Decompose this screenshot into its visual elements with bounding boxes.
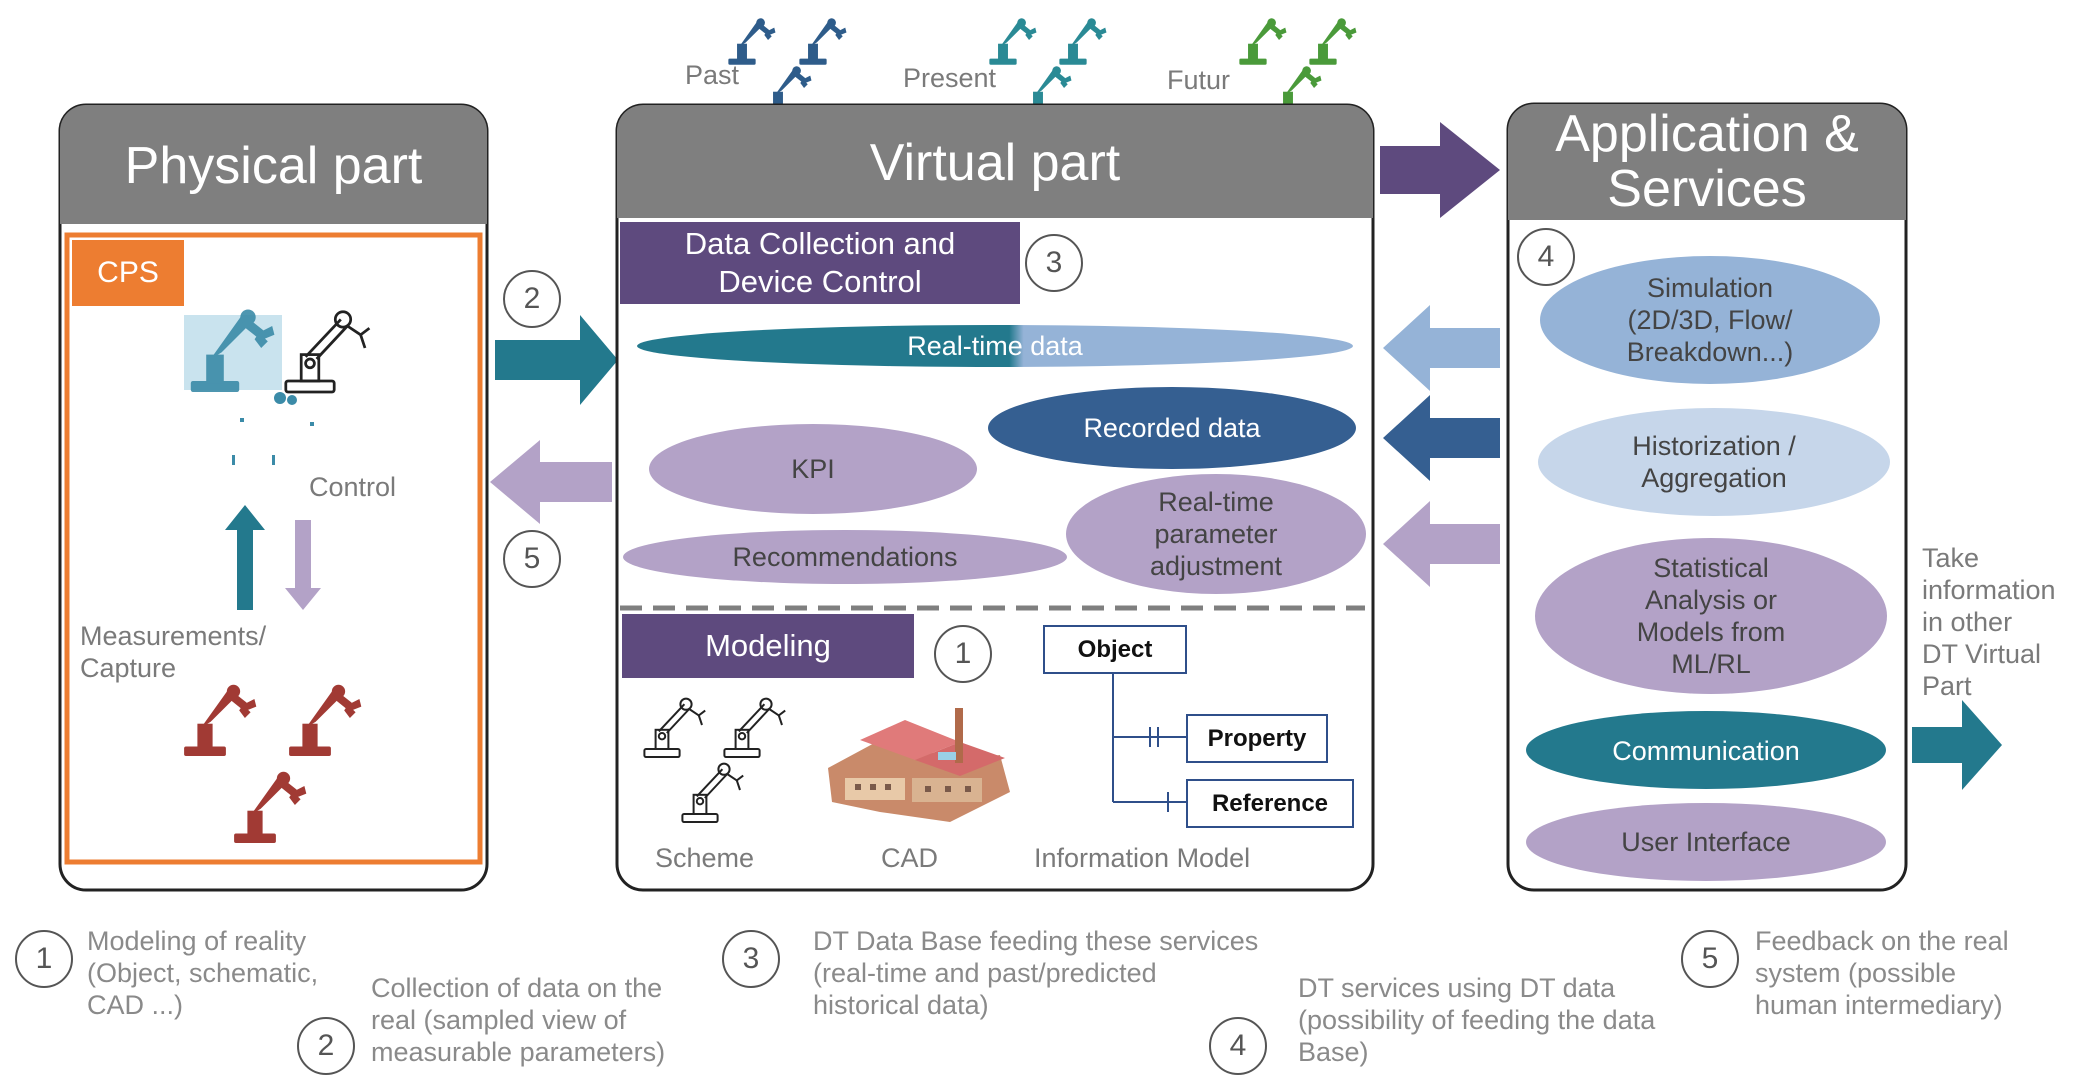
kpi-ellipse xyxy=(649,424,977,514)
legend-5-text: Feedback on the real system (possible hu… xyxy=(1755,926,2009,1020)
statistical-label: Statistical Analysis or Models from ML/R… xyxy=(1636,553,1786,679)
information-model-label: Information Model xyxy=(1034,843,1251,873)
cad-label: CAD xyxy=(881,843,939,873)
hist-feedback-arrow xyxy=(1383,395,1500,481)
to-apps-arrow xyxy=(1380,122,1500,218)
legend-1-text: Modeling of reality (Object, schematic, … xyxy=(87,926,319,1020)
modeling-label: Modeling xyxy=(705,628,831,663)
timeline-future-label: Futur xyxy=(1167,65,1231,95)
modeling-box xyxy=(622,614,914,678)
physical-part-title: Physical part xyxy=(124,136,423,195)
future-robot-icons xyxy=(1239,18,1357,113)
object-entity-box: Object xyxy=(1043,625,1187,674)
legend-5-badge: 5 xyxy=(1681,930,1739,988)
step-5-badge: 5 xyxy=(503,530,561,588)
realtime-data-label: Real-time data xyxy=(907,330,1083,361)
historization-ellipse xyxy=(1538,408,1890,516)
user-interface-ellipse xyxy=(1526,803,1886,881)
legend-3-text: DT Data Base feeding these services (rea… xyxy=(813,926,1259,1020)
simulation-ellipse xyxy=(1540,256,1880,384)
sim-feedback-arrow xyxy=(1383,305,1500,391)
legend-4-badge: 4 xyxy=(1209,1017,1267,1075)
past-robot-icons xyxy=(728,18,847,113)
recommendations-ellipse xyxy=(623,530,1067,584)
timeline-past-label: Past xyxy=(685,60,740,90)
communication-ellipse xyxy=(1526,711,1886,789)
legend-4-text: DT services using DT data (possibility o… xyxy=(1298,973,1656,1067)
control-down-arrow xyxy=(285,520,321,610)
cad-factory-image xyxy=(828,708,1010,822)
step-2-badge: 2 xyxy=(503,270,561,328)
legend-3-badge: 3 xyxy=(722,930,780,988)
scheme-label: Scheme xyxy=(655,843,755,873)
control-label: Control xyxy=(309,472,397,502)
recorded-data-ellipse xyxy=(988,387,1356,469)
cps-robot-sketch xyxy=(184,309,371,465)
feedback-arrow xyxy=(490,440,612,524)
measurement-up-arrow xyxy=(225,505,265,610)
statistical-ellipse xyxy=(1535,538,1887,694)
simulation-label: Simulation (2D/3D, Flow/ Breakdown...) xyxy=(1626,273,1794,367)
apps-services-title: Application & Services xyxy=(1555,105,1859,218)
historization-label: Historization / Aggregation xyxy=(1632,431,1796,493)
recorded-data-label: Recorded data xyxy=(1083,412,1261,443)
communication-label: Communication xyxy=(1612,735,1800,766)
user-interface-label: User Interface xyxy=(1621,827,1791,857)
timeline-present-label: Present xyxy=(903,63,997,93)
property-entity-box: Property xyxy=(1186,714,1328,763)
reference-entity-box: Reference xyxy=(1186,779,1354,828)
legend-2-text: Collection of data on the real (sampled … xyxy=(371,973,666,1067)
legend-2-badge: 2 xyxy=(297,1017,355,1075)
rt-param-label: Real-time parameter adjustment xyxy=(1149,487,1283,581)
present-robot-icons xyxy=(989,18,1107,113)
take-info-label: Take information in other DT Virtual Par… xyxy=(1922,543,2056,701)
virtual-part-title: Virtual part xyxy=(869,133,1121,192)
step-4-badge: 4 xyxy=(1517,228,1575,286)
data-collection-label: Data Collection and Device Control xyxy=(684,226,956,299)
rt-param-ellipse xyxy=(1066,474,1366,594)
measurements-label: Measurements/ Capture xyxy=(80,621,267,683)
realtime-data-ellipse xyxy=(637,325,1353,367)
information-model-tree xyxy=(1112,670,1186,812)
recommendations-label: Recommendations xyxy=(732,542,958,572)
stat-feedback-arrow xyxy=(1383,501,1500,587)
cps-label: CPS xyxy=(72,240,184,306)
step-3-badge: 3 xyxy=(1025,234,1083,292)
data-collection-box xyxy=(620,222,1020,304)
kpi-label: KPI xyxy=(791,454,835,484)
take-info-arrow xyxy=(1912,700,2002,790)
legend-1-badge: 1 xyxy=(15,930,73,988)
data-in-arrow xyxy=(495,315,618,405)
step-1-badge: 1 xyxy=(934,625,992,683)
